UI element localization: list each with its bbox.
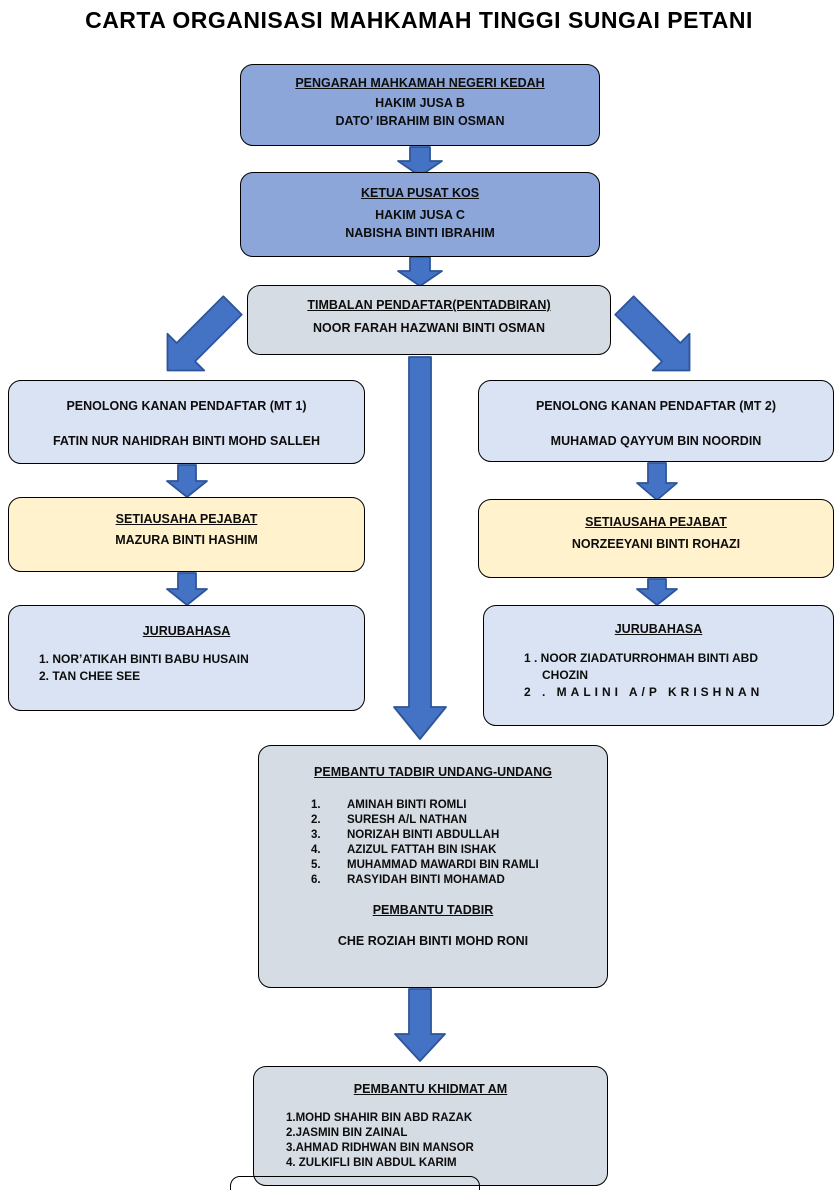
arrow-setiausaha1-to-jurubahasa-icon: [166, 572, 208, 606]
list-item-name: NORIZAH BINTI ABDULLAH: [347, 829, 500, 841]
list-item: 3.AHMAD RIDHWAN BIN MANSOR: [286, 1142, 474, 1154]
list-item: 1.MOHD SHAHIR BIN ABD RAZAK: [286, 1112, 473, 1124]
box-jurubahasa-mt2-title: JURUBAHASA: [614, 622, 703, 636]
box-setiausaha-mt2-title: SETIAUSAHA PEJABAT: [585, 515, 727, 529]
list-item-number: 5.: [311, 859, 321, 871]
box-setiausaha-mt1: SETIAUSAHA PEJABAT MAZURA BINTI HASHIM: [8, 497, 365, 572]
list-item: 2. TAN CHEE SEE: [39, 669, 141, 683]
list-item-number: 4.: [311, 844, 321, 856]
partial-box-bottom: [230, 1176, 480, 1190]
box-ketua-line: HAKIM JUSA C: [375, 208, 465, 222]
box-khidmat-title: PEMBANTU KHIDMAT AM: [353, 1082, 508, 1096]
arrow-timbalan-to-pembantu-tadbir-icon: [393, 356, 447, 740]
box-setiausaha-mt1-title: SETIAUSAHA PEJABAT: [115, 512, 258, 526]
box-pkp-mt2-title: PENOLONG KANAN PENDAFTAR (MT 2): [535, 399, 777, 413]
list-item-number: 1.: [311, 799, 321, 811]
box-timbalan-title: TIMBALAN PENDAFTAR(PENTADBIRAN): [307, 298, 551, 312]
list-item: 2.JASMIN BIN ZAINAL: [286, 1127, 408, 1139]
box-setiausaha-mt2-line: NORZEEYANI BINTI ROHAZI: [571, 537, 741, 551]
box-pengarah-title: PENGARAH MAHKAMAH NEGERI KEDAH: [295, 76, 545, 90]
box-jurubahasa-mt1: JURUBAHASA 1. NOR’ATIKAH BINTI BABU HUSA…: [8, 605, 365, 711]
box-jurubahasa-mt1-title: JURUBAHASA: [142, 624, 231, 638]
box-pembantu-tadbir-undang: PEMBANTU TADBIR UNDANG-UNDANG 1. AMINAH …: [258, 745, 608, 988]
list-item-number: 3.: [311, 829, 321, 841]
box-pkp-mt1-title: PENOLONG KANAN PENDAFTAR (MT 1): [66, 399, 307, 413]
box-pkp-mt1: PENOLONG KANAN PENDAFTAR (MT 1) FATIN NU…: [8, 380, 365, 464]
list-item: 5. MUHAMMAD MAWARDI BIN RAMLI: [311, 858, 607, 873]
box-pembantu-khidmat-am: PEMBANTU KHIDMAT AM 1.MOHD SHAHIR BIN AB…: [253, 1066, 608, 1186]
list-item-number: 2.: [311, 814, 321, 826]
list-item-name: AMINAH BINTI ROMLI: [347, 799, 467, 811]
list-item: 4. ZULKIFLI BIN ABDUL KARIM: [286, 1157, 457, 1169]
box-timbalan-pendaftar: TIMBALAN PENDAFTAR(PENTADBIRAN) NOOR FAR…: [247, 285, 611, 355]
arrow-mt1-to-setiausaha-icon: [166, 464, 208, 498]
pembantu-tadbir-list: 1. AMINAH BINTI ROMLI 2. SURESH A/L NATH…: [259, 798, 607, 888]
list-item-name: SURESH A/L NATHAN: [347, 814, 467, 826]
list-item: 4. AZIZUL FATTAH BIN ISHAK: [311, 843, 607, 858]
list-item-name: RASYIDAH BINTI MOHAMAD: [347, 874, 505, 886]
box-pembantu-tadbir-subtitle: PEMBANTU TADBIR: [372, 903, 494, 917]
box-ketua-line: NABISHA BINTI IBRAHIM: [345, 226, 495, 240]
list-item: 3. NORIZAH BINTI ABDULLAH: [311, 828, 607, 843]
box-pengarah-line: HAKIM JUSA B: [375, 96, 465, 110]
box-pembantu-tadbir-title: PEMBANTU TADBIR UNDANG-UNDANG: [314, 765, 552, 779]
arrow-timbalan-to-mt2-icon: [614, 295, 691, 372]
arrow-ketua-to-timbalan-icon: [397, 256, 443, 287]
box-setiausaha-mt1-line: MAZURA BINTI HASHIM: [115, 533, 258, 547]
box-ketua-title: KETUA PUSAT KOS: [360, 186, 480, 200]
box-setiausaha-mt2: SETIAUSAHA PEJABAT NORZEEYANI BINTI ROHA…: [478, 499, 834, 578]
box-jurubahasa-mt2: JURUBAHASA 1 . NOOR ZIADATURROHMAH BINTI…: [483, 605, 834, 726]
jurubahasa-mt2-list: 1 . NOOR ZIADATURROHMAH BINTI ABD CHOZIN…: [484, 650, 833, 701]
list-item-number: 6.: [311, 874, 321, 886]
list-item: 1 . NOOR ZIADATURROHMAH BINTI ABD CHOZIN: [524, 651, 758, 682]
box-timbalan-line: NOOR FARAH HAZWANI BINTI OSMAN: [313, 321, 545, 335]
list-item: 6. RASYIDAH BINTI MOHAMAD: [311, 873, 607, 888]
arrow-timbalan-to-mt1-icon: [166, 295, 243, 372]
list-item: 1. NOR’ATIKAH BINTI BABU HUSAIN: [39, 652, 249, 666]
arrow-setiausaha2-to-jurubahasa-icon: [636, 578, 678, 606]
arrow-mt2-to-setiausaha-icon: [636, 462, 678, 501]
box-pembantu-tadbir-line: CHE ROZIAH BINTI MOHD RONI: [337, 934, 529, 948]
page-title: CARTA ORGANISASI MAHKAMAH TINGGI SUNGAI …: [85, 7, 753, 33]
box-pkp-mt1-line: FATIN NUR NAHIDRAH BINTI MOHD SALLEH: [52, 434, 321, 448]
list-item: 2. SURESH A/L NATHAN: [311, 813, 607, 828]
list-item: 2 . MALINI A/P KRISHNAN: [524, 685, 764, 699]
box-pkp-mt2: PENOLONG KANAN PENDAFTAR (MT 2) MUHAMAD …: [478, 380, 834, 462]
box-pengarah: PENGARAH MAHKAMAH NEGERI KEDAH HAKIM JUS…: [240, 64, 600, 146]
arrow-pembantu-tadbir-to-khidmat-icon: [394, 988, 446, 1062]
list-item-name: MUHAMMAD MAWARDI BIN RAMLI: [347, 859, 539, 871]
box-pengarah-line: DATO’ IBRAHIM BIN OSMAN: [335, 114, 505, 128]
list-item-name: AZIZUL FATTAH BIN ISHAK: [347, 844, 497, 856]
jurubahasa-mt1-list: 1. NOR’ATIKAH BINTI BABU HUSAIN 2. TAN C…: [9, 651, 364, 685]
box-pkp-mt2-line: MUHAMAD QAYYUM BIN NOORDIN: [550, 434, 762, 448]
khidmat-list: 1.MOHD SHAHIR BIN ABD RAZAK 2.JASMIN BIN…: [254, 1111, 607, 1171]
list-item: 1. AMINAH BINTI ROMLI: [311, 798, 607, 813]
box-ketua-pusat-kos: KETUA PUSAT KOS HAKIM JUSA C NABISHA BIN…: [240, 172, 600, 257]
